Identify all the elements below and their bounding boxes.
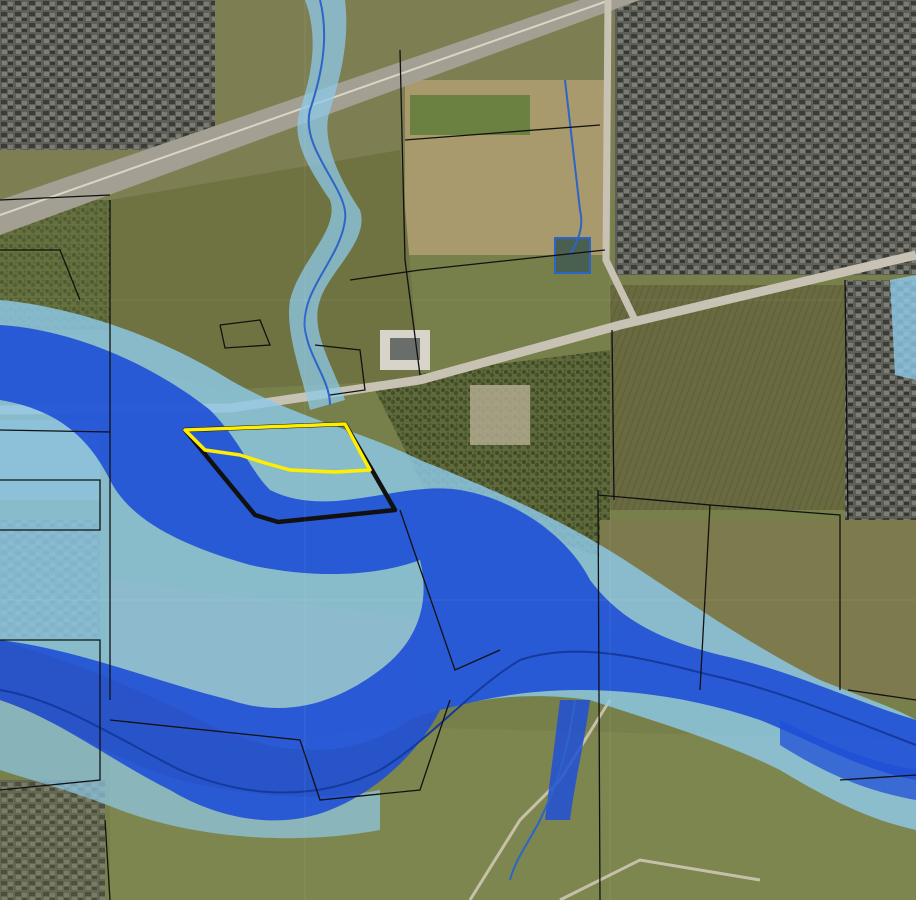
sw-homes [0, 780, 105, 900]
parcel-line-10 [611, 329, 615, 501]
cross-road [602, 0, 639, 322]
floodway-layer [0, 325, 916, 821]
streams-layer [0, 0, 916, 881]
south-creek [509, 699, 576, 881]
parcel-line-20 [104, 819, 111, 900]
pond [554, 237, 591, 274]
parcel-line-13 [0, 479, 101, 531]
parcel-line-11 [844, 279, 849, 521]
crop-strip [410, 95, 530, 135]
parcel-line-22 [839, 774, 916, 781]
parcel-line-2 [109, 699, 451, 801]
ne-subdivision [615, 0, 916, 275]
floodway-zone-stream [545, 700, 590, 820]
nw-subdivision [0, 0, 215, 150]
floodplain-zone-east [890, 275, 916, 380]
cleared-lot [470, 385, 530, 445]
dirt-track-south [559, 858, 761, 900]
parcel-line-6 [399, 509, 501, 671]
floodway-zone-main [0, 325, 916, 821]
main-channel [0, 650, 916, 794]
parcel-boundaries-layer [0, 49, 916, 900]
parcel-line-21 [847, 689, 916, 701]
parcel-line-7 [597, 489, 601, 900]
parcel-line-19 [0, 249, 81, 301]
north-stream [303, 0, 347, 406]
woodland-west [0, 200, 110, 330]
dirt-track [468, 699, 612, 900]
highlight-area-outline[interactable] [183, 422, 372, 474]
floodway-zone-east-creek [780, 720, 916, 800]
parcel-line-12 [0, 429, 111, 433]
parcel-line-3 [399, 49, 421, 376]
parcel-line-14 [0, 639, 101, 791]
building-roof [390, 338, 420, 360]
parcel-line-5 [419, 249, 606, 271]
parcel-line-9 [709, 504, 841, 690]
parcel-line-4 [404, 124, 601, 141]
ne-drainage [564, 79, 583, 256]
parcel-line-15 [219, 319, 271, 349]
parcel-line-16 [314, 344, 366, 396]
woodland-central [370, 350, 610, 560]
parcel-line-18 [0, 194, 111, 201]
parcel-line-17 [349, 269, 421, 281]
